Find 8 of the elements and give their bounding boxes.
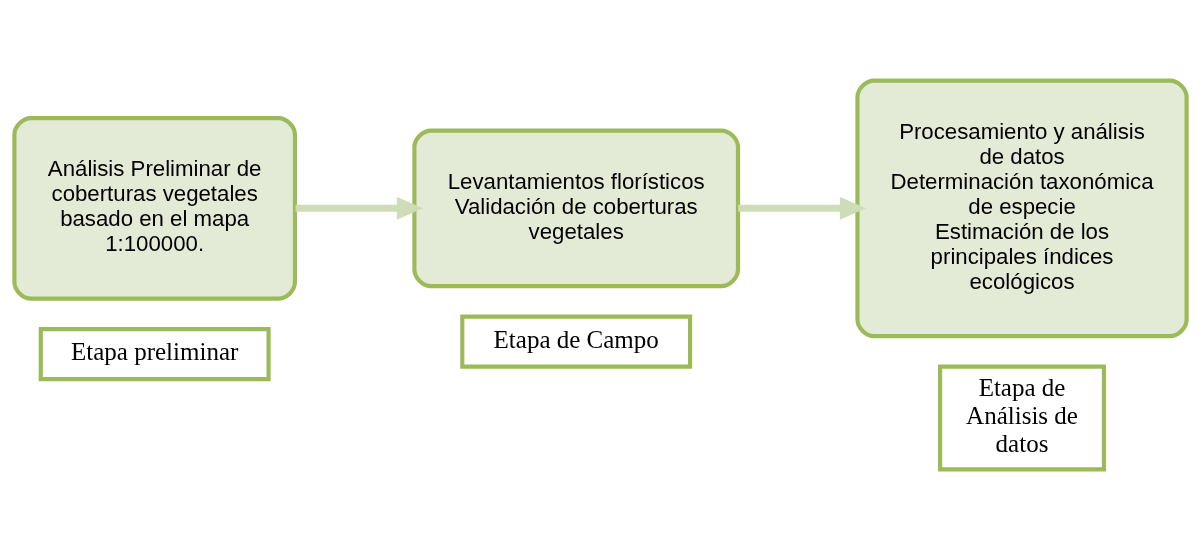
node-box: Etapa preliminar xyxy=(38,326,271,381)
node-box: Levantamientos florísticos Validación de coberturas vegetales xyxy=(412,127,741,288)
node-box: Etapa de Análisis de datos xyxy=(938,364,1107,472)
node-box: Etapa de Campo xyxy=(460,314,693,369)
arrow xyxy=(738,196,866,220)
node-box: Análisis Preliminar de coberturas vegetales basado en el mapa 1:100000. xyxy=(12,115,298,301)
node-box: Procesamiento y análisis de datos Determinación taxonómica de especie Estimación de los principales índices ecológicos xyxy=(855,77,1189,338)
arrow xyxy=(295,196,423,220)
